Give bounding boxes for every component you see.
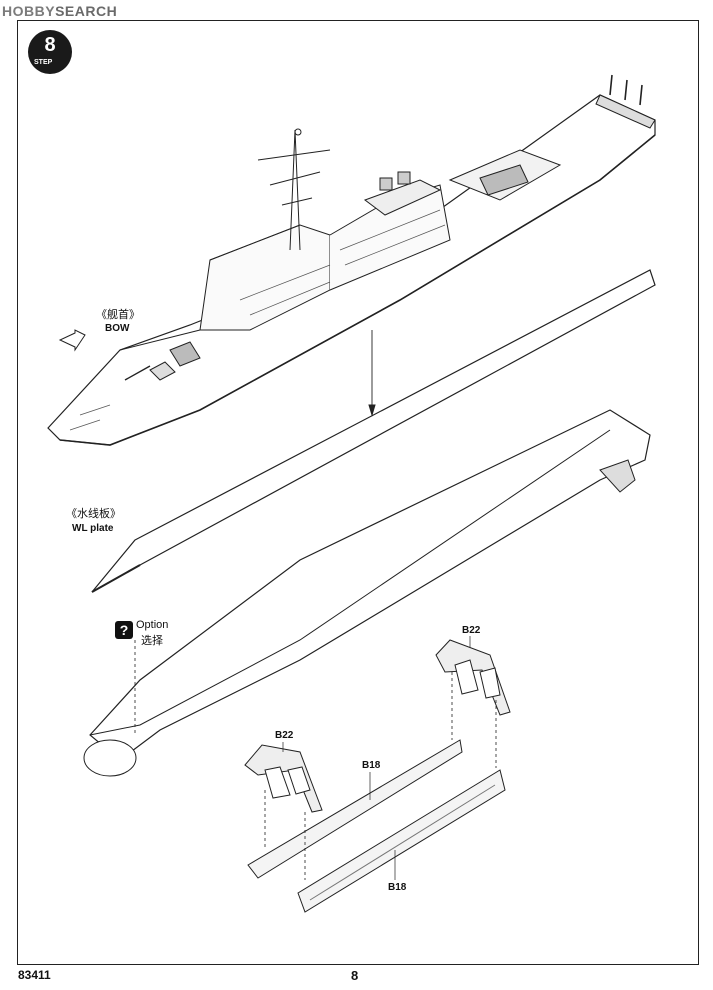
b22-stand-top [435, 639, 511, 716]
wl-plate-label-cn: 《水线板》 [66, 508, 121, 520]
step-badge: 8 STEP [28, 30, 72, 74]
b18-rail-upper [247, 739, 463, 879]
part-label-b22-left: B22 [275, 730, 294, 741]
question-mark-icon: ? [115, 621, 133, 639]
option-label-en: Option [136, 619, 169, 631]
bow-label-cn: 《舰首》 [96, 309, 140, 321]
b22-stand-left [244, 744, 323, 813]
part-label-b18-lower: B18 [388, 882, 407, 893]
wl-plate-illustration [91, 269, 656, 593]
ship-hull-illustration [47, 74, 656, 446]
bow-label-en: BOW [105, 323, 130, 334]
watermark-text: SEARCH [55, 3, 118, 19]
product-code: 83411 [18, 968, 51, 982]
part-label-b22-top: B22 [462, 625, 481, 636]
wl-plate-label-en: WL plate [72, 523, 114, 534]
step-label: STEP [34, 59, 53, 66]
lower-hull-illustration [83, 409, 651, 777]
hobbysearch-watermark: HOBBYSEARCH [2, 3, 117, 19]
option-label-cn: 选择 [141, 635, 163, 647]
instruction-frame [17, 20, 699, 965]
part-label-b18-upper: B18 [362, 760, 381, 771]
bow-arrow-icon [58, 329, 86, 352]
b18-rail-lower [297, 769, 506, 913]
watermark-logo: HOBBY [2, 3, 56, 19]
page-number: 8 [351, 968, 359, 983]
step-number: 8 [44, 34, 56, 56]
